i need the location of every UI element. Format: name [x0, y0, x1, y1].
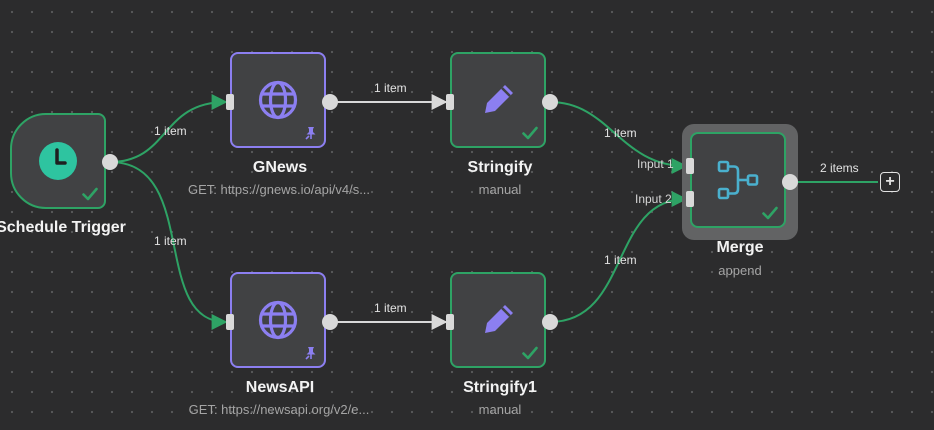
- edge-stringify-merge[interactable]: [549, 101, 688, 174]
- edge-label-merge-output: 2 items: [820, 161, 859, 175]
- merge-output-port[interactable]: [782, 174, 798, 190]
- globe-icon: [257, 79, 299, 121]
- newsapi-input-port[interactable]: [226, 314, 234, 330]
- stringify-input-port[interactable]: [446, 94, 454, 110]
- stringify1-input-port[interactable]: [446, 314, 454, 330]
- globe-icon: [257, 299, 299, 341]
- schedule-trigger-node[interactable]: [10, 113, 106, 209]
- stringify-title: Stringify: [467, 159, 533, 176]
- stringify-output-port[interactable]: [542, 94, 558, 110]
- merge-node-selection[interactable]: [682, 124, 798, 240]
- edge-label-newsapi-stringify1: 1 item: [374, 301, 407, 315]
- success-check-icon: [522, 126, 538, 140]
- clock-icon: [38, 141, 78, 181]
- merge-input-2-port[interactable]: [686, 191, 694, 207]
- newsapi-title: NewsAPI: [245, 379, 315, 396]
- success-check-icon: [762, 206, 778, 220]
- stringify-subtitle: manual: [478, 182, 522, 197]
- newsapi-output-port[interactable]: [322, 314, 338, 330]
- success-check-icon: [82, 187, 98, 201]
- gnews-title: GNews: [252, 159, 308, 176]
- gnews-output-port[interactable]: [322, 94, 338, 110]
- stringify1-title: Stringify1: [463, 379, 537, 396]
- merge-input-1-label: Input 1: [637, 157, 674, 171]
- newsapi-node[interactable]: [230, 272, 326, 368]
- schedule-trigger-output-port[interactable]: [102, 154, 118, 170]
- edge-label-stringify1-merge: 1 item: [604, 253, 637, 267]
- stringify-node[interactable]: [450, 52, 546, 148]
- edge-stringify1-merge[interactable]: [549, 191, 688, 323]
- schedule-trigger-title: Schedule Trigger: [0, 219, 126, 236]
- gnews-subtitle: GET: https://gnews.io/api/v4/s...: [187, 182, 371, 197]
- pencil-icon: [477, 299, 519, 341]
- newsapi-subtitle: GET: https://newsapi.org/v2/e...: [188, 402, 370, 417]
- edge-trigger-newsapi[interactable]: [109, 161, 228, 330]
- edge-label-stringify-merge: 1 item: [604, 126, 637, 140]
- pencil-icon: [477, 79, 519, 121]
- gnews-input-port[interactable]: [226, 94, 234, 110]
- edge-label-trigger-newsapi: 1 item: [154, 234, 187, 248]
- stringify1-subtitle: manual: [478, 402, 522, 417]
- merge-subtitle: append: [718, 263, 762, 278]
- stringify1-node[interactable]: [450, 272, 546, 368]
- edge-label-trigger-gnews: 1 item: [154, 124, 187, 138]
- edge-trigger-gnews[interactable]: [109, 94, 228, 163]
- edge-label-gnews-stringify: 1 item: [374, 81, 407, 95]
- success-check-icon: [522, 346, 538, 360]
- merge-input-2-label: Input 2: [635, 192, 672, 206]
- stringify1-output-port[interactable]: [542, 314, 558, 330]
- gnews-node[interactable]: [230, 52, 326, 148]
- pin-icon: [304, 346, 318, 360]
- pin-icon: [304, 126, 318, 140]
- merge-icon: [716, 158, 760, 202]
- merge-node[interactable]: [690, 132, 786, 228]
- merge-input-1-port[interactable]: [686, 158, 694, 174]
- add-node-button[interactable]: +: [880, 172, 900, 192]
- merge-title: Merge: [716, 239, 764, 256]
